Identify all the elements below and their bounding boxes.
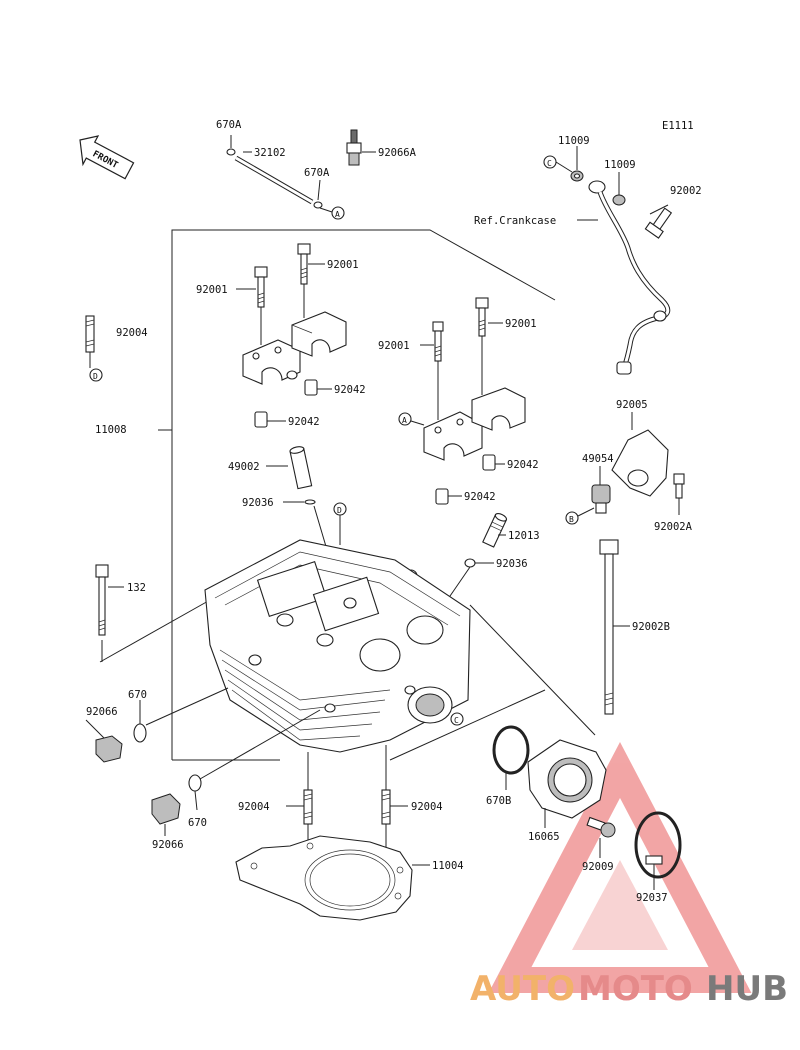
label-11004: 11004 — [432, 860, 464, 872]
label-49002: 49002 — [228, 461, 260, 473]
gasket-11004 — [235, 835, 430, 921]
label-670-b: 670 — [188, 817, 207, 829]
callout-C-top: C — [547, 159, 552, 168]
plug-92066-b — [151, 709, 321, 836]
camshaft-cap-right-lower — [423, 411, 483, 461]
bolt-92001-c — [420, 321, 444, 420]
part-labels: 670A 32102 670A 92066A 11009 11009 92002… — [86, 119, 702, 904]
callout-A-circle — [398, 412, 412, 426]
watermark-moto: MOTO — [578, 969, 693, 1009]
label-11009-b: 11009 — [604, 159, 636, 171]
label-132: 132 — [127, 582, 146, 594]
label-92001-d: 92001 — [505, 318, 537, 330]
front-arrow: FRONT — [79, 135, 135, 180]
part-49054 — [591, 466, 611, 514]
cylinder-head — [204, 539, 471, 753]
intake-16065 — [527, 739, 607, 828]
label-12013: 12013 — [508, 530, 540, 542]
label-92001-a: 92001 — [196, 284, 228, 296]
callout-D-left: D — [93, 372, 98, 381]
oring-92036-b — [464, 558, 476, 568]
dowel-92042-c — [482, 454, 505, 471]
label-92002: 92002 — [670, 185, 702, 197]
label-ref-crankcase: Ref.Crankcase — [474, 215, 556, 227]
oil-pipe-assembly: C — [543, 146, 673, 375]
label-92001-b: 92001 — [327, 259, 359, 271]
label-92002B: 92002B — [632, 621, 670, 633]
sensor-92066A — [346, 129, 376, 166]
label-11009-a: 11009 — [558, 135, 590, 147]
bolt-92009 — [586, 816, 616, 858]
leader-B-side — [577, 507, 595, 517]
callout-B-side: B — [569, 515, 574, 524]
watermark-text: AUTO MOTO HUB — [470, 969, 788, 1009]
camshaft-cap-left-lower — [242, 339, 301, 385]
label-670: 670 — [128, 689, 147, 701]
label-92042-c: 92042 — [507, 459, 539, 471]
clamp-92037 — [634, 811, 682, 890]
label-670B: 670B — [486, 795, 511, 807]
part-92005 — [611, 412, 669, 497]
watermark-triangle-inner — [572, 860, 668, 950]
label-92037: 92037 — [636, 892, 668, 904]
part-12013 — [482, 513, 508, 548]
plug-92066-a — [85, 687, 229, 763]
label-92004-b: 92004 — [411, 801, 443, 813]
pin-assembly-32102: A — [226, 135, 345, 220]
bolt-132 — [95, 564, 124, 662]
label-670A-mid: 670A — [304, 167, 330, 179]
label-92002A: 92002A — [654, 521, 693, 533]
camshaft-cap-left-upper — [291, 311, 347, 357]
callout-A-mid: A — [402, 416, 407, 425]
watermark-triangle-outer — [488, 741, 752, 993]
stud-92004-a — [286, 752, 313, 845]
callout-D-head: D — [337, 506, 342, 515]
label-92036-a: 92036 — [242, 497, 274, 509]
label-92005: 92005 — [616, 399, 648, 411]
label-32102: 32102 — [254, 147, 286, 159]
label-670A-top: 670A — [216, 119, 242, 131]
part-49002 — [289, 446, 313, 490]
label-92042-d: 92042 — [464, 491, 496, 503]
callout-C-circle — [450, 712, 464, 726]
label-92009: 92009 — [582, 861, 614, 873]
label-49054: 49054 — [582, 453, 614, 465]
diagram-code: E1111 — [662, 120, 694, 132]
label-11008: 11008 — [95, 424, 127, 436]
bolt-92002B — [599, 539, 630, 715]
stud-92004-left: D — [85, 315, 103, 382]
callout-C-head: C — [454, 716, 459, 725]
watermark-hub: HUB — [706, 969, 788, 1009]
label-92066-b: 92066 — [152, 839, 184, 851]
label-92004-left: 92004 — [116, 327, 148, 339]
camshaft-cap-right-upper — [471, 387, 526, 431]
label-92001-c: 92001 — [378, 340, 410, 352]
dowel-92042-b — [254, 411, 286, 428]
watermark-auto: AUTO — [470, 969, 575, 1009]
callout-A-top: A — [335, 210, 340, 219]
label-92036-b: 92036 — [496, 558, 528, 570]
bolt-92001-b — [297, 243, 325, 318]
label-92042-a: 92042 — [334, 384, 366, 396]
callout-B-circle-2 — [565, 511, 579, 525]
oring-670B — [492, 725, 530, 790]
dowel-92042-a — [304, 379, 332, 396]
label-92004-a: 92004 — [238, 801, 270, 813]
bolt-92001-a — [236, 266, 268, 345]
label-92042-b: 92042 — [288, 416, 320, 428]
watermark-logo — [488, 741, 752, 993]
label-16065: 16065 — [528, 831, 560, 843]
label-92066-a: 92066 — [86, 706, 118, 718]
dowel-92042-d — [435, 488, 462, 505]
bolt-92001-d — [475, 297, 503, 395]
bolt-92002A — [673, 473, 685, 515]
label-92066A: 92066A — [378, 147, 417, 159]
